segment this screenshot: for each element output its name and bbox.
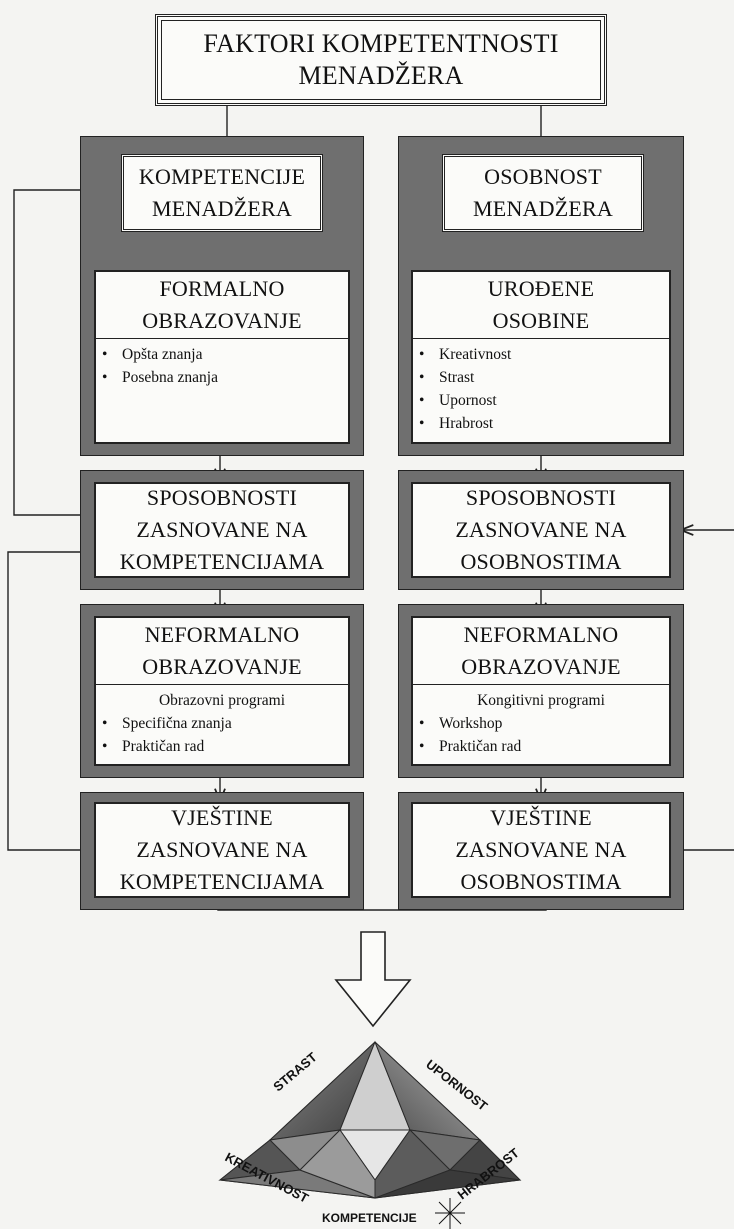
left-informal-box: NEFORMALNO OBRAZOVANJE (94, 616, 350, 684)
left-skills-box: VJEŠTINE ZASNOVANE NA KOMPETENCIJAMA (94, 802, 350, 898)
left-informal-list: Obrazovni programi Specifična znanja Pra… (94, 684, 350, 766)
list-item: Workshop (413, 712, 669, 735)
right-abilities-box: SPOSOBNOSTI ZASNOVANE NA OSOBNOSTIMA (411, 482, 671, 578)
gem-label-kompetencije: KOMPETENCIJE (322, 1211, 417, 1225)
competence-diamond: STRAST UPORNOST KREATIVNOST HRABROST KOM… (218, 1040, 522, 1229)
left-skills-line-1: VJEŠTINE (171, 805, 273, 830)
right-abilities-line-3: OSOBNOSTIMA (460, 549, 622, 574)
left-formal-list: Opšta znanja Posebna znanja (94, 338, 350, 444)
title-box: FAKTORI KOMPETENTNOSTI MENADŽERA (155, 14, 607, 106)
list-item: Kreativnost (413, 343, 669, 366)
diamond-facets (218, 1040, 522, 1199)
right-informal-line-2: OBRAZOVANJE (461, 654, 621, 679)
left-formal-line-1: FORMALNO (159, 276, 285, 301)
list-item: Praktičan rad (413, 735, 669, 758)
feedback-right (682, 530, 734, 851)
right-informal-box: NEFORMALNO OBRAZOVANJE (411, 616, 671, 684)
right-abilities-line-1: SPOSOBNOSTI (465, 485, 617, 510)
list-item: Strast (413, 366, 669, 389)
list-item: Opšta znanja (96, 343, 348, 366)
right-informal-subheading: Kongitivni programi (477, 692, 605, 709)
right-header-line-2: MENADŽERA (473, 196, 613, 221)
title-line-2: MENADŽERA (298, 61, 464, 90)
right-innate-line-1: UROĐENE (487, 276, 595, 301)
list-item: Hrabrost (413, 412, 669, 435)
left-informal-line-1: NEFORMALNO (144, 622, 300, 647)
left-skills-line-2: ZASNOVANE NA (136, 837, 308, 862)
sparkle-icon (435, 1198, 465, 1229)
left-informal-line-2: OBRAZOVANJE (142, 654, 302, 679)
right-abilities-line-2: ZASNOVANE NA (455, 517, 627, 542)
left-header-line-1: KOMPETENCIJE (138, 164, 306, 189)
right-skills-line-3: OSOBNOSTIMA (460, 869, 622, 894)
title-line-1: FAKTORI KOMPETENTNOSTI (203, 29, 559, 58)
list-item: Upornost (413, 389, 669, 412)
list-item: Specifična znanja (96, 712, 348, 735)
left-header-line-2: MENADŽERA (152, 196, 292, 221)
left-informal-subheading: Obrazovni programi (158, 692, 286, 709)
right-innate-line-2: OSOBINE (492, 308, 590, 333)
right-header-line-1: OSOBNOST (484, 164, 602, 189)
left-header-box: KOMPETENCIJE MENADŽERA (121, 154, 323, 232)
big-down-arrow (334, 931, 412, 1028)
right-header-box: OSOBNOST MENADŽERA (442, 154, 644, 232)
right-informal-list: Kongitivni programi Workshop Praktičan r… (411, 684, 671, 766)
right-informal-line-1: NEFORMALNO (463, 622, 619, 647)
right-innate-list: Kreativnost Strast Upornost Hrabrost (411, 338, 671, 444)
left-abilities-line-1: SPOSOBNOSTI (146, 485, 298, 510)
right-innate-box: UROĐENE OSOBINE (411, 270, 671, 338)
right-skills-line-2: ZASNOVANE NA (455, 837, 627, 862)
list-item: Praktičan rad (96, 735, 348, 758)
left-formal-line-2: OBRAZOVANJE (142, 308, 302, 333)
left-skills-line-3: KOMPETENCIJAMA (119, 869, 325, 894)
left-abilities-line-2: ZASNOVANE NA (136, 517, 308, 542)
left-abilities-box: SPOSOBNOSTI ZASNOVANE NA KOMPETENCIJAMA (94, 482, 350, 578)
left-formal-box: FORMALNO OBRAZOVANJE (94, 270, 350, 338)
left-abilities-line-3: KOMPETENCIJAMA (119, 549, 325, 574)
list-item: Posebna znanja (96, 366, 348, 389)
right-skills-box: VJEŠTINE ZASNOVANE NA OSOBNOSTIMA (411, 802, 671, 898)
right-skills-line-1: VJEŠTINE (490, 805, 592, 830)
gem-label-strast: STRAST (270, 1049, 320, 1094)
